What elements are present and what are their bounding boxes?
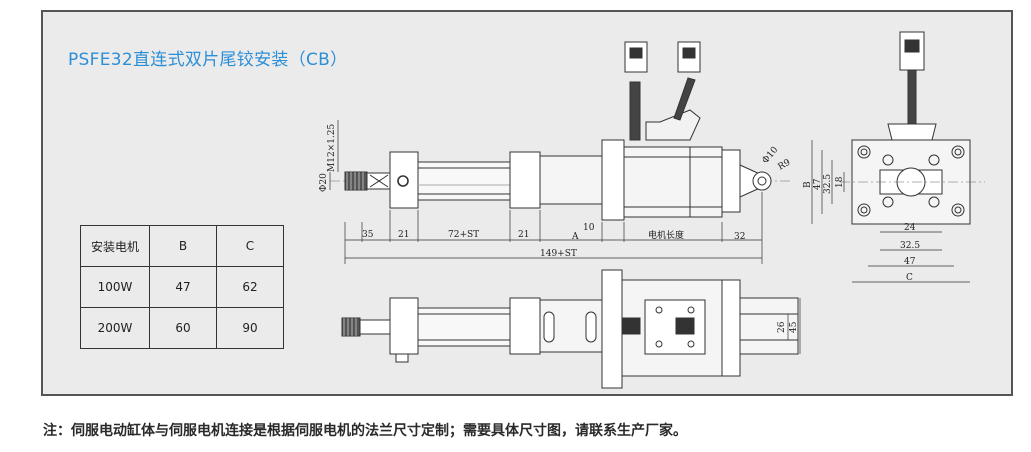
header-motor: 安装电机 xyxy=(80,225,150,267)
footnote: 注：伺服电动缸体与伺服电机连接是根据伺服电机的法兰尺寸定制；需要具体尺寸图，请联… xyxy=(43,423,687,439)
dim-b: B xyxy=(803,181,813,188)
dim-18: 18 xyxy=(835,176,845,188)
dim-149-st: 149+ST xyxy=(540,249,577,259)
dim-72-st: 72+ST xyxy=(448,230,479,240)
dim-r9: R9 xyxy=(777,158,793,173)
rear-cap xyxy=(509,151,541,209)
bottom-view-labels: 26 45 xyxy=(777,321,799,333)
dim-26: 26 xyxy=(777,321,787,333)
drawing-title: PSFE32直连式双片尾铰安装（CB） xyxy=(68,50,348,70)
dim-47-side: 47 xyxy=(813,178,823,190)
bottom-view xyxy=(341,269,799,389)
table-cell: 90 xyxy=(216,307,284,349)
bottom-view-dimensions xyxy=(787,298,801,354)
dim-32-5-bottom: 32.5 xyxy=(900,241,920,251)
dim-10: 10 xyxy=(583,223,595,233)
table-row: 200W 60 90 xyxy=(80,307,284,349)
dim-24: 24 xyxy=(904,223,916,233)
coupling-housing xyxy=(539,155,603,205)
dim-phi20: Φ20 xyxy=(319,173,329,192)
end-view-dimensions xyxy=(811,140,970,283)
dim-c: C xyxy=(906,273,913,283)
dim-a: A xyxy=(571,232,579,242)
table-cell: 62 xyxy=(216,266,284,308)
dim-47-bottom: 47 xyxy=(904,257,916,267)
top-view-labels: 35 21 72+ST 21 A 10 电机长度 32 149+ST Φ20 M… xyxy=(319,123,793,259)
dim-21a: 21 xyxy=(398,230,409,240)
top-view xyxy=(330,41,790,221)
top-view-dimensions xyxy=(329,120,763,264)
motor-cable xyxy=(629,81,641,141)
dim-21b: 21 xyxy=(518,230,529,240)
end-view xyxy=(840,31,985,225)
dim-32: 32 xyxy=(734,232,745,242)
motor-body xyxy=(623,146,723,218)
dim-32-5-side: 32.5 xyxy=(823,174,833,194)
end-view-labels: B 47 32.5 18 24 32.5 47 C xyxy=(803,174,920,283)
table-cell: 200W xyxy=(80,307,150,349)
rod-thread xyxy=(344,171,368,191)
bottom-front-cap xyxy=(389,297,419,355)
dim-45: 45 xyxy=(789,321,799,333)
table-row: 100W 47 62 xyxy=(80,266,284,308)
table-cell: 47 xyxy=(149,266,217,308)
dim-m12: M12×1.25 xyxy=(327,123,337,172)
dim-motor-length: 电机长度 xyxy=(648,229,684,241)
motor-spec-table: 安装电机 B C 100W 47 62 200W 60 90 xyxy=(80,225,284,349)
dim-35: 35 xyxy=(362,230,374,240)
